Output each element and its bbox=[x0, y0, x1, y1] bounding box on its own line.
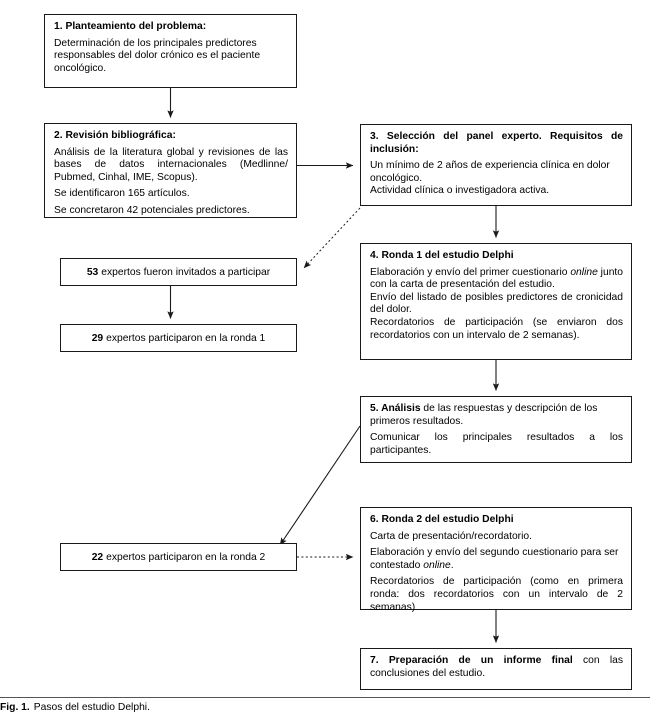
step2-body-2: Se identificaron 165 artículos. bbox=[54, 188, 190, 200]
step6-body-2: Elaboración y envío del segundo cuestion… bbox=[370, 547, 619, 571]
figure-caption: Fig. 1.Pasos del estudio Delphi. bbox=[0, 702, 650, 713]
step2-body-3: Se concretaron 42 potenciales predictore… bbox=[54, 204, 250, 216]
node-step-7: 7. Preparación de un informe final con l… bbox=[360, 648, 632, 690]
step2-body-1: Análisis de la literatura global y revis… bbox=[54, 146, 288, 183]
node-step-1: 1. Planteamiento del problema: Determina… bbox=[44, 14, 297, 88]
step4-title: 4. Ronda 1 del estudio Delphi bbox=[370, 250, 514, 261]
experts-invited-count: 53 bbox=[86, 266, 99, 278]
connector-step3-to-invited bbox=[303, 207, 361, 269]
step7-title: 7. Preparación de un informe final con l… bbox=[370, 655, 623, 679]
connector-step5-to-round2 bbox=[279, 425, 361, 546]
caption-divider bbox=[0, 697, 650, 698]
step5-body-2: Comunicar los principales resultados a l… bbox=[370, 432, 623, 456]
step6-body-1: Carta de presentación/recordatorio. bbox=[370, 530, 532, 542]
step3-body-2: Actividad clínica o investigadora activa… bbox=[370, 185, 550, 197]
node-step-3: 3. Selección del panel experto. Requisit… bbox=[360, 124, 632, 206]
step3-body-1: Un mínimo de 2 años de experiencia clíni… bbox=[370, 160, 610, 184]
step1-body: Determinación de los principales predict… bbox=[54, 37, 261, 74]
figure-caption-label: Fig. 1. bbox=[0, 702, 30, 713]
step2-title: 2. Revisión bibliográfica: bbox=[54, 130, 176, 141]
experts-round2-count: 22 bbox=[91, 551, 104, 563]
step4-body-1: Elaboración y envío del primer cuestiona… bbox=[370, 266, 624, 291]
step3-title: 3. Selección del panel experto. Requisit… bbox=[370, 131, 623, 155]
experts-round1-label: expertos participaron en la ronda 1 bbox=[106, 332, 266, 344]
node-step-5: 5. Análisis de las respuestas y descripc… bbox=[360, 396, 632, 463]
step4-body-2: Envío del listado de posibles predictore… bbox=[370, 291, 623, 316]
step6-title: 6. Ronda 2 del estudio Delphi bbox=[370, 514, 514, 525]
experts-round1-count: 29 bbox=[91, 332, 104, 344]
experts-round2-label: expertos participaron en la ronda 2 bbox=[106, 551, 266, 563]
step1-title: 1. Planteamiento del problema: bbox=[54, 21, 207, 32]
step5-title: 5. Análisis de las respuestas y descripc… bbox=[370, 403, 598, 427]
step4-body-3: Recordatorios de participación (se envia… bbox=[370, 316, 623, 341]
step6-body-3: Recordatorios de participación (como en … bbox=[370, 576, 623, 613]
node-step-6: 6. Ronda 2 del estudio Delphi Carta de p… bbox=[360, 507, 632, 613]
experts-invited-label: expertos fueron invitados a participar bbox=[101, 266, 271, 278]
node-step-4: 4. Ronda 1 del estudio Delphi Elaboració… bbox=[360, 243, 632, 360]
figure-caption-text: Pasos del estudio Delphi. bbox=[33, 702, 150, 713]
node-step-2: 2. Revisión bibliográfica: Análisis de l… bbox=[44, 123, 297, 218]
